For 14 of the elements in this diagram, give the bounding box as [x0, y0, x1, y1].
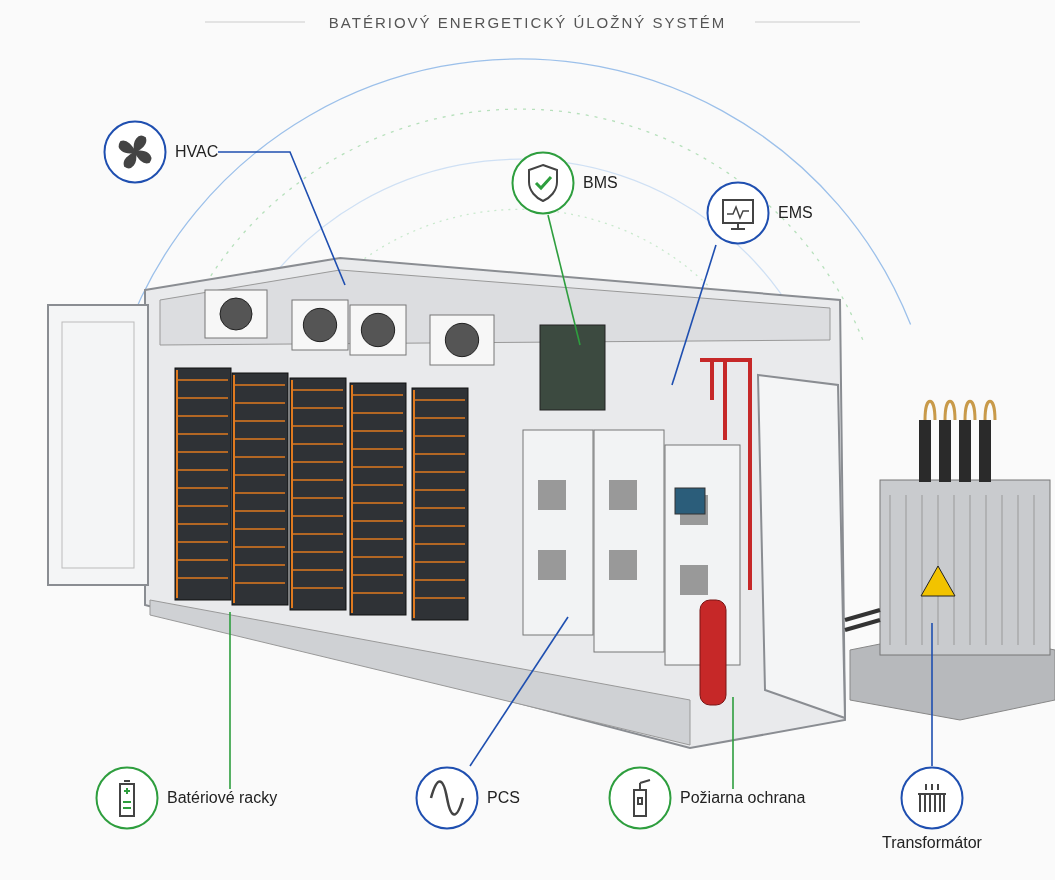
- leader-line: [229, 611, 231, 790]
- callout-label: HVAC: [175, 143, 219, 161]
- callout-label: EMS: [778, 204, 813, 222]
- callout-label: Batériové racky: [167, 789, 278, 807]
- callout-label: Transformátor: [882, 834, 982, 852]
- leader-line: [217, 151, 346, 286]
- callout-label: Požiarna ochrana: [680, 789, 806, 807]
- leader-line: [671, 244, 717, 386]
- leader-line: [931, 622, 933, 767]
- leader-line: [469, 616, 569, 767]
- leader-line: [732, 696, 734, 790]
- callout-label: BMS: [583, 174, 618, 192]
- callout-label: PCS: [487, 789, 520, 807]
- leader-line: [547, 214, 581, 346]
